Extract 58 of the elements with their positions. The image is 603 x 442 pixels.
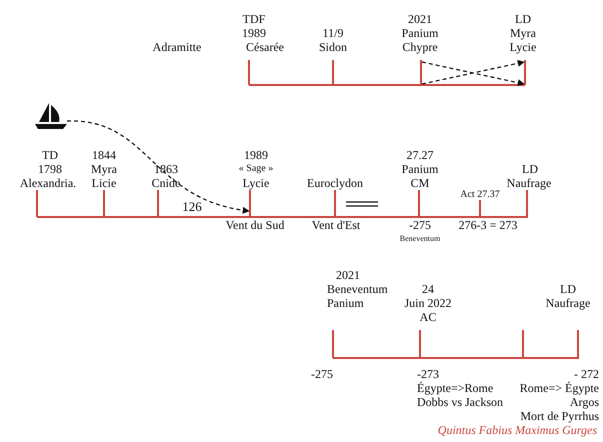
timeline-label: Chypre [402,40,438,54]
timeline-label: Beneventum [327,282,388,296]
timeline-label: -275 [311,367,333,381]
timeline-label: Act 27.37 [460,188,500,202]
timeline-label: 276-3 = 273 [458,218,518,232]
timeline-label: Lycie [510,40,536,54]
timeline-label: Dobbs vs Jackson [417,395,503,409]
timeline-label: LD [515,12,531,26]
timeline-label: Vent d'Est [312,218,360,232]
tick-mark [249,190,251,217]
timeline-label: 1844 [92,148,116,162]
timeline-label: TDF [242,12,266,26]
dashed-arrow [66,120,250,214]
timeline-label: Cnide [152,176,180,190]
timeline-label: Naufrage [546,296,590,310]
timeline-label: 11/9 [322,26,344,40]
timeline-label: -273 [417,367,439,381]
timeline-label: 1989 [242,26,266,40]
tick-mark [420,60,422,85]
timeline-label: 126 [182,200,202,214]
timeline-label: Panium [402,162,438,176]
timeline-label: Adramitte [152,40,202,54]
timeline-label: 2021 [336,268,360,282]
tick-mark [524,60,526,85]
timeline-label: Myra [91,162,117,176]
timeline-label: - 272 [574,367,599,381]
timeline-label: Sidon [319,40,347,54]
sailboat-icon [35,103,67,129]
timeline-label: Alexandria. [20,176,76,190]
timeline-label: 1863 [154,162,178,176]
timeline-label: Vent du Sud [226,218,284,232]
timeline-label: 2021 [408,12,432,26]
timeline-label: LD [522,162,538,176]
timeline-label: 24 [422,282,434,296]
timeline-label: Juin 2022 [404,296,452,310]
timeline-label: « Sage » [238,162,274,176]
timeline-label: TD [42,148,58,162]
timeline-label: CM [410,176,430,190]
timeline-label: Égypte=>Rome [417,381,494,395]
timeline-label: 1798 [38,162,62,176]
timeline-label: Argos [570,395,599,409]
timeline-label: Naufrage [506,176,552,190]
timeline-label: 1989 [244,148,268,162]
timeline-label: 27.27 [406,148,434,162]
timeline-label: Mort de Pyrrhus [520,409,599,423]
timeline-label: Licie [92,176,116,190]
timeline-label: Myra [510,26,536,40]
timeline-label: Lycie [242,176,270,190]
timeline-label: AC [420,310,436,324]
timeline-label: Euroclydon [307,176,363,190]
timeline-label: Césarée [246,40,284,54]
timeline-label: Rome=> Égypte [520,381,599,395]
timeline-label: Panium [402,26,438,40]
timeline-label: Beneventum [400,233,440,245]
note-text: Quintus Fabius Maximus Gurges [438,423,597,437]
timeline-label: LD [560,282,576,296]
timeline-label: -275 [409,218,431,232]
timeline-label: Panium [327,296,364,310]
